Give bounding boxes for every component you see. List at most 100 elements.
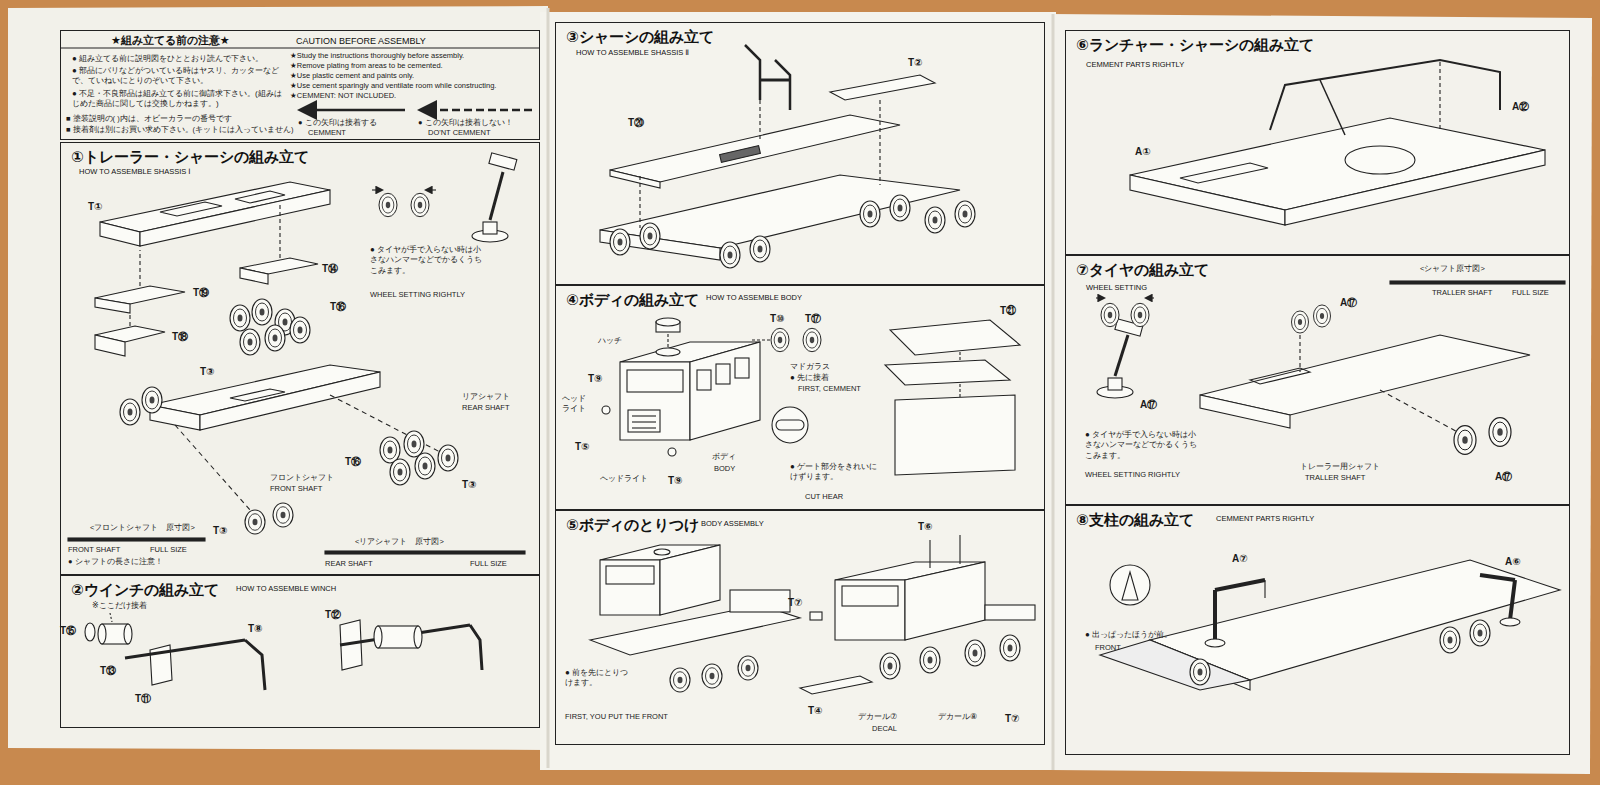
part-number: T⑲ — [193, 286, 209, 299]
note-text: FIRST, CEMMENT — [798, 384, 861, 394]
step-subheading: CEMMENT PARTS RIGHTLY — [1086, 61, 1184, 70]
part-number: T⑤ — [575, 440, 590, 453]
note-text: ※ここだけ接着 — [92, 601, 147, 611]
note-text: ● 不足・不良部品は組み立てる前に御請求下さい。(組みはじめた商品に関しては交換… — [72, 89, 287, 110]
note-text: ★Use plastic cement and paints only. — [290, 71, 538, 81]
step-subheading: HOW TO ASSEMBLE SHASSIS Ⅱ — [576, 49, 689, 58]
part-number: A⑫ — [1512, 100, 1529, 113]
note-text: TRALLER SHAFT — [1305, 473, 1365, 483]
note-text: ★Study the instructions thoroughly befor… — [290, 51, 538, 61]
part-number: T⑨ — [668, 474, 683, 487]
note-text: CUT HEAR — [805, 492, 843, 502]
step-subheading: CEMMENT PARTS RIGHTLY — [1216, 515, 1314, 524]
part-number: T③ — [213, 524, 228, 537]
note-text: REAR SHAFT — [325, 559, 373, 569]
note-text: ヘッド ライト — [562, 394, 590, 415]
part-number: T⑱ — [172, 330, 188, 343]
note-text: ★Remove plating from areas to be cemente… — [290, 61, 538, 71]
note-text: FULL SIZE — [1512, 288, 1549, 298]
paper-panel — [1050, 14, 1592, 774]
part-number: T⑳ — [628, 116, 644, 129]
part-number: T⑦ — [788, 596, 803, 609]
part-number: T⑨ — [588, 372, 603, 385]
note-text: WHEEL SETTING RIGHTLY — [370, 290, 465, 300]
note-text: ★CEMMENT: NOT INCLUDED. — [290, 91, 538, 101]
note-text: BODY — [714, 464, 735, 474]
part-number: A① — [1135, 145, 1151, 158]
part-number: T① — [88, 200, 103, 213]
part-number: A⑦ — [1232, 552, 1248, 565]
note-text: FRONT SHAFT — [270, 484, 322, 494]
note-text: ■ 塗装説明の( )内は、オビーカラーの番号です — [66, 114, 232, 124]
note-text: ● この矢印は接着しない！ — [418, 118, 513, 128]
step-subheading: HOW TO ASSEMBLE WINCH — [236, 585, 336, 594]
note-text: ● ゲート部分をきれいにけずります。 — [790, 462, 885, 483]
note-text: WHEEL SETTING RIGHTLY — [1085, 470, 1180, 480]
step-subheading: CAUTION BEFORE ASSEMBLY — [296, 36, 426, 46]
note-text: ● シャフトの長さに注意！ — [68, 557, 163, 567]
part-number: T⑩ — [770, 312, 785, 325]
step-heading: ⑧支柱の組み立て — [1076, 511, 1194, 528]
part-number: T⑫ — [325, 608, 341, 621]
note-text: トレーラー用シャフト — [1300, 462, 1380, 472]
part-number: A⑰ — [1495, 470, 1512, 483]
part-number: T㉑ — [1000, 304, 1016, 317]
note-text: FULL SIZE — [470, 559, 507, 569]
note-text: TRALLER SHAFT — [1432, 288, 1492, 298]
note-text: <リアシャフト 原寸図> — [355, 537, 444, 547]
step-heading: ⑥ランチャー・シャーシの組み立て — [1076, 36, 1314, 53]
note-text: REAR SHAFT — [462, 403, 510, 413]
note-text: デカール⑧ — [938, 712, 977, 722]
note-text: フロントシャフト — [270, 473, 334, 483]
wheels — [120, 193, 1511, 692]
note-text: CEMMENT — [308, 128, 346, 138]
note-text: FULL SIZE — [150, 545, 187, 555]
step-box: ⑤ボディのとりつけBODY ASSEMBLY — [555, 510, 1045, 745]
part-number: T⑮ — [60, 624, 76, 637]
step-heading: ①トレーラー・シャーシの組み立て — [71, 148, 309, 165]
note-text: <シャフト原寸図> — [1420, 264, 1485, 274]
note-text: ★Use cement sparingly and ventilate room… — [290, 81, 538, 91]
part-number: T③ — [200, 365, 215, 378]
note-text: <フロントシャフト 原寸図> — [90, 523, 195, 533]
step-heading: ④ボディの組み立て — [566, 291, 699, 308]
step-box: ③シャーシの組み立て HOW TO ASSEMBLE SHASSIS Ⅱ — [555, 22, 1045, 285]
note-text: DECAL — [872, 724, 897, 734]
step-heading: ★組み立てる前の注意★ — [111, 34, 230, 47]
part-number: T⑭ — [322, 262, 338, 275]
part-number: A⑰ — [1140, 398, 1157, 411]
part-number: T⑯ — [330, 300, 346, 313]
part-number: A⑥ — [1505, 555, 1521, 568]
step-subheading: WHEEL SETTING — [1086, 284, 1147, 293]
part-number: T⑯ — [345, 455, 361, 468]
note-text: FRONT — [1095, 643, 1121, 653]
paper-panel — [540, 12, 1056, 770]
part-number: T③ — [462, 478, 477, 491]
part-number: T④ — [808, 704, 823, 717]
step-subheading: BODY ASSEMBLY — [701, 520, 764, 529]
note-text: マドガラス — [790, 362, 830, 372]
part-number: T⑰ — [805, 312, 821, 325]
note-text: ● 先に接着 — [790, 373, 829, 383]
note-text: DO'NT CEMMENT — [428, 128, 491, 138]
part-number: T⑪ — [135, 692, 151, 705]
note-text: ● タイヤが手で入らない時は小さなハンマーなどでかるくうちこみます。 — [1085, 430, 1200, 461]
note-text: ● 前を先にとりつけます。 — [565, 668, 635, 689]
note-text: ボディ — [712, 452, 736, 462]
part-number: T⑬ — [100, 664, 116, 677]
note-text: デカール⑦ — [858, 712, 897, 722]
note-text: ● この矢印は接着する — [298, 118, 377, 128]
note-text: ● 出っぱったほうが前。 — [1085, 630, 1172, 640]
part-number: A⑰ — [1340, 296, 1357, 309]
paper-panel — [8, 6, 548, 750]
part-number: T⑦ — [1005, 712, 1020, 725]
note-text: ハッチ — [598, 336, 622, 346]
part-number: T⑧ — [248, 622, 263, 635]
part-number: T⑥ — [918, 520, 933, 533]
note-text: ● タイヤが手で入らない時は小さなハンマーなどでかるくうちこみます。 — [370, 245, 488, 276]
step-heading: ③シャーシの組み立て — [566, 28, 714, 45]
step-subheading: HOW TO ASSEMBLE BODY — [706, 294, 802, 303]
step-box: ⑥ランチャー・シャーシの組み立て CEMMENT PARTS RIGHTLY — [1065, 30, 1570, 255]
note-text: FIRST, YOU PUT THE FRONT — [565, 712, 668, 722]
note-text: FRONT SHAFT — [68, 545, 120, 555]
